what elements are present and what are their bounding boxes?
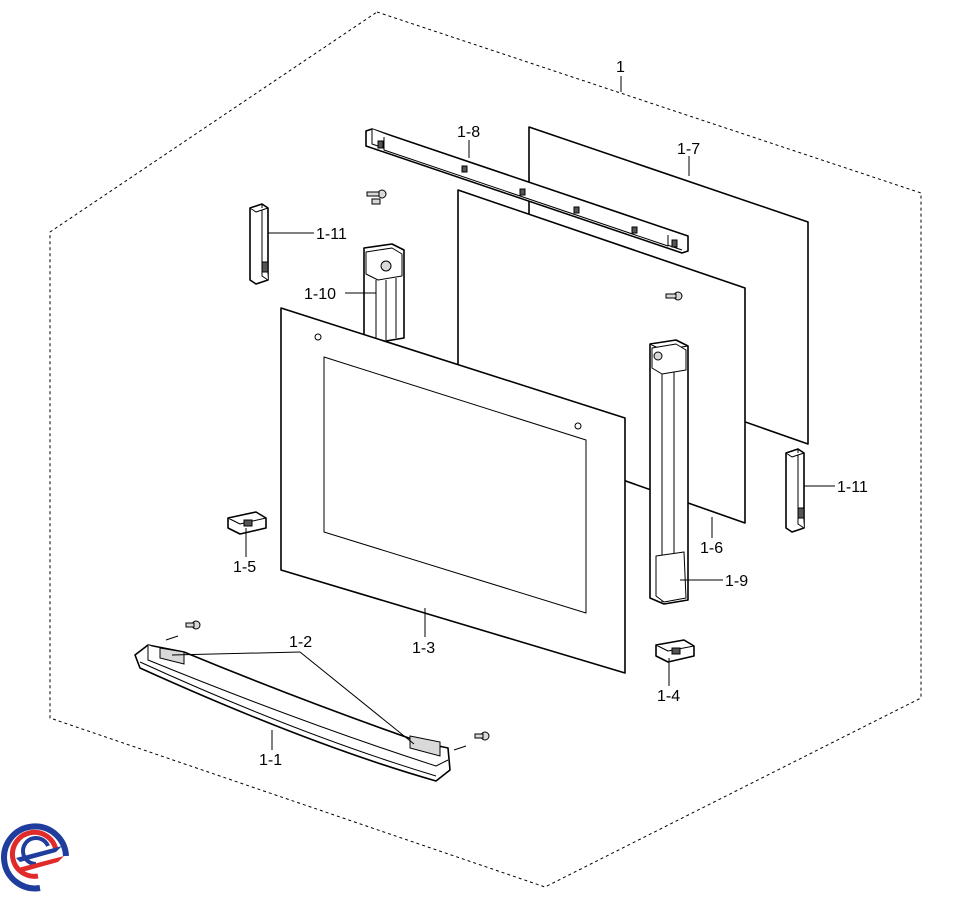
- callout-1-9: 1-9: [725, 573, 748, 590]
- callout-1-10: 1-10: [304, 286, 336, 303]
- part-handle: [134, 644, 451, 782]
- part-hinge-clip-left: [249, 203, 269, 285]
- part-hinge-block-right: [655, 639, 695, 663]
- screw-icon: [665, 291, 683, 301]
- part-top-trim: [365, 128, 689, 254]
- callout-1-5: 1-5: [233, 559, 256, 576]
- callout-1-4: 1-4: [657, 688, 680, 705]
- callout-1-2: 1-2: [289, 634, 312, 651]
- part-hinge-block-left: [227, 511, 267, 535]
- callout-1-7: 1-7: [677, 141, 700, 158]
- part-outer-door-panel: [280, 307, 626, 674]
- screw-icon: [165, 620, 201, 641]
- callout-1-11-right: 1-11: [837, 479, 868, 496]
- callout-1-8: 1-8: [457, 124, 480, 141]
- callout-1-6: 1-6: [700, 540, 723, 557]
- part-right-bracket: [649, 339, 689, 605]
- callout-1-11-left: 1-11: [316, 226, 347, 243]
- callout-1-3: 1-3: [412, 640, 435, 657]
- part-left-bracket: [363, 243, 405, 343]
- callout-1-1: 1-1: [259, 752, 282, 769]
- assembly-boundary: [49, 11, 922, 888]
- screw-icon: [366, 189, 387, 205]
- callout-1: 1: [616, 59, 625, 76]
- leader-lines: [171, 76, 835, 750]
- screw-icon: [453, 731, 490, 751]
- brand-logo-icon: [1, 823, 69, 892]
- part-hinge-clip-right: [785, 448, 805, 533]
